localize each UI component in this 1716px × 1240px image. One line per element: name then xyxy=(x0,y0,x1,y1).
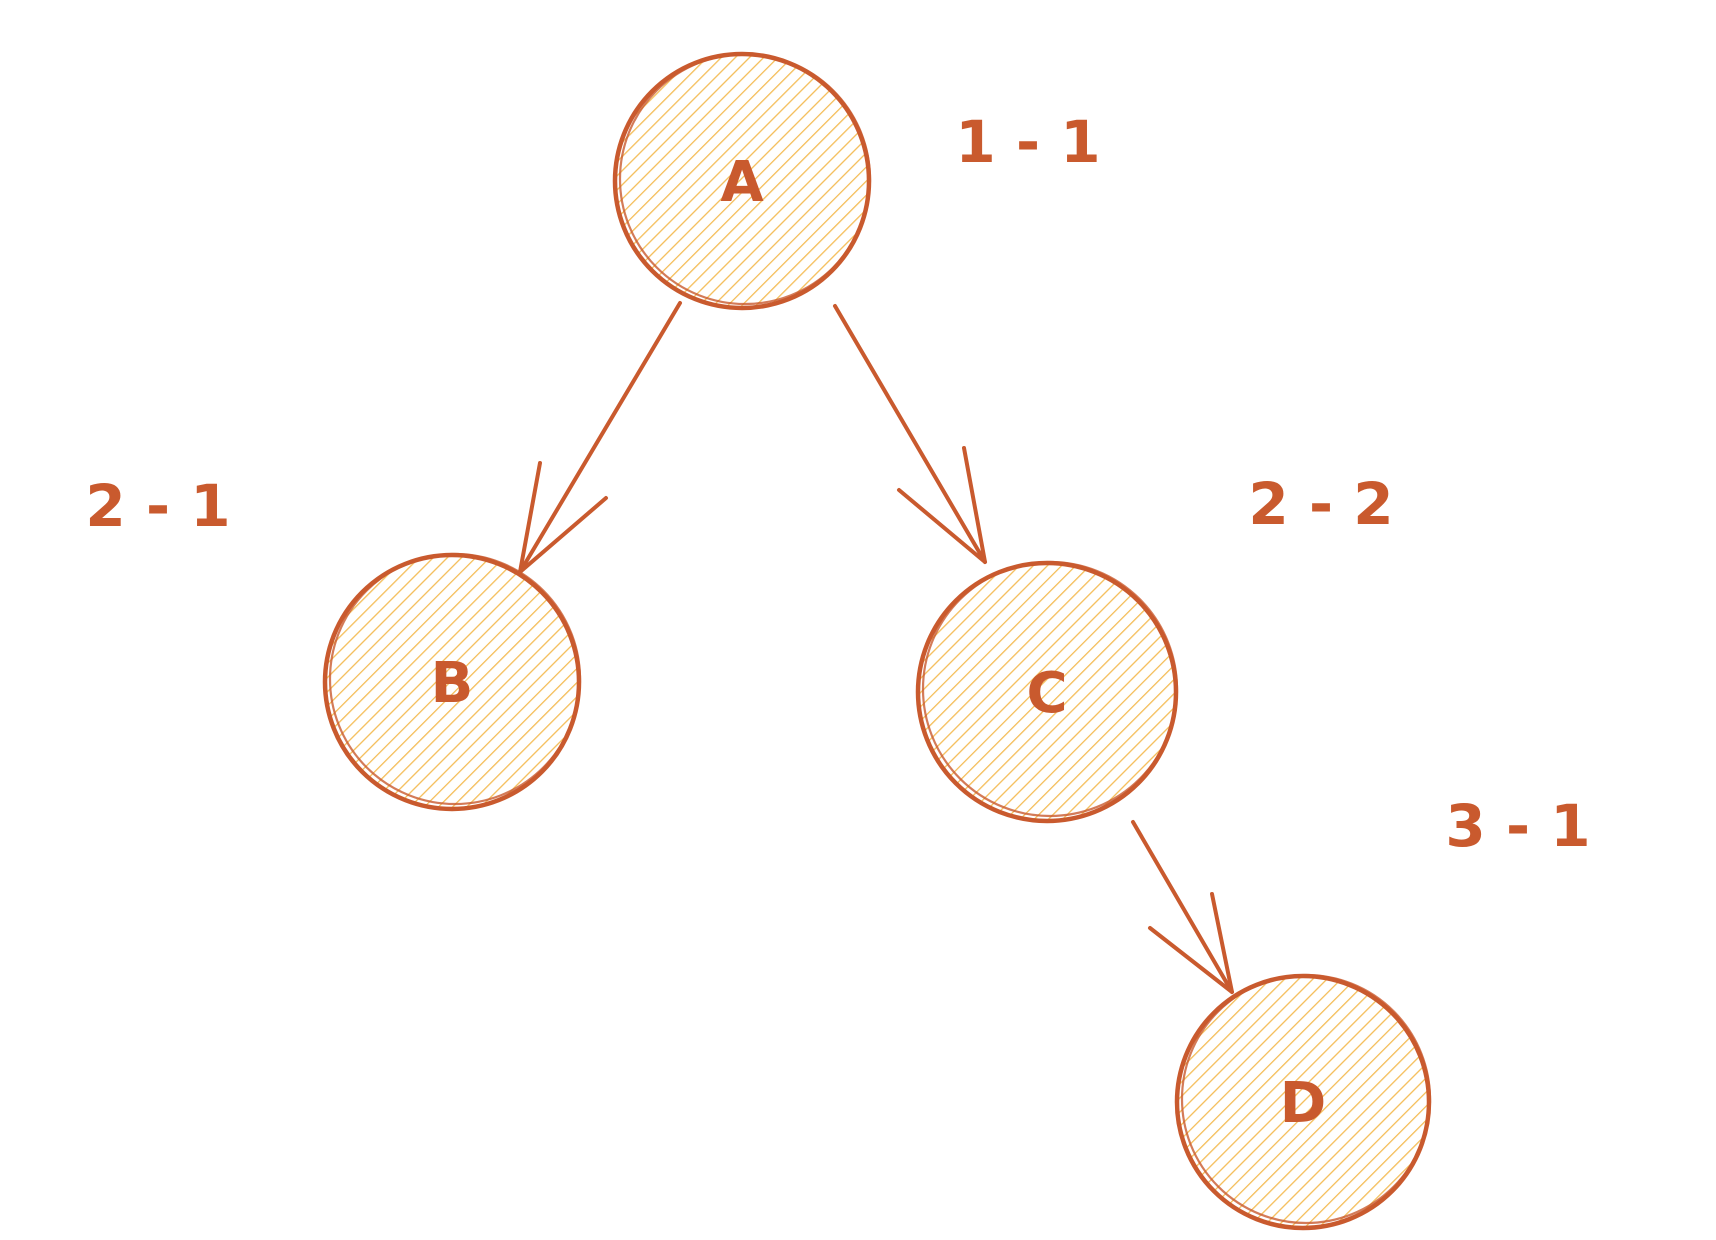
node-d: D xyxy=(1174,973,1432,1231)
node-d-label: D xyxy=(1280,1071,1326,1136)
node-b-circle-sketch xyxy=(328,552,582,806)
node-c: C xyxy=(915,560,1179,824)
node-a-circle-sketch xyxy=(618,52,872,306)
node-b-label: B xyxy=(431,651,474,716)
level-label-a: 1 - 1 xyxy=(955,108,1100,176)
node-c-circle-sketch xyxy=(921,560,1179,818)
edge-a-to-c xyxy=(833,304,987,564)
level-label-b: 2 - 1 xyxy=(85,472,230,540)
edges xyxy=(518,301,1234,994)
edge-a-to-b-arrowhead xyxy=(518,461,608,574)
level-label-d: 3 - 1 xyxy=(1445,792,1590,860)
edge-a-to-b xyxy=(518,301,682,574)
edge-a-to-c-arrowhead xyxy=(897,446,987,564)
edge-c-to-d xyxy=(1131,820,1234,994)
node-a-label: A xyxy=(720,150,764,215)
node-d-circle-sketch xyxy=(1180,973,1432,1225)
node-a: A xyxy=(612,51,872,311)
node-c-label: C xyxy=(1026,661,1067,726)
node-b: B xyxy=(322,552,582,812)
level-label-c: 2 - 2 xyxy=(1248,470,1393,538)
edge-c-to-d-arrowhead xyxy=(1148,892,1234,994)
